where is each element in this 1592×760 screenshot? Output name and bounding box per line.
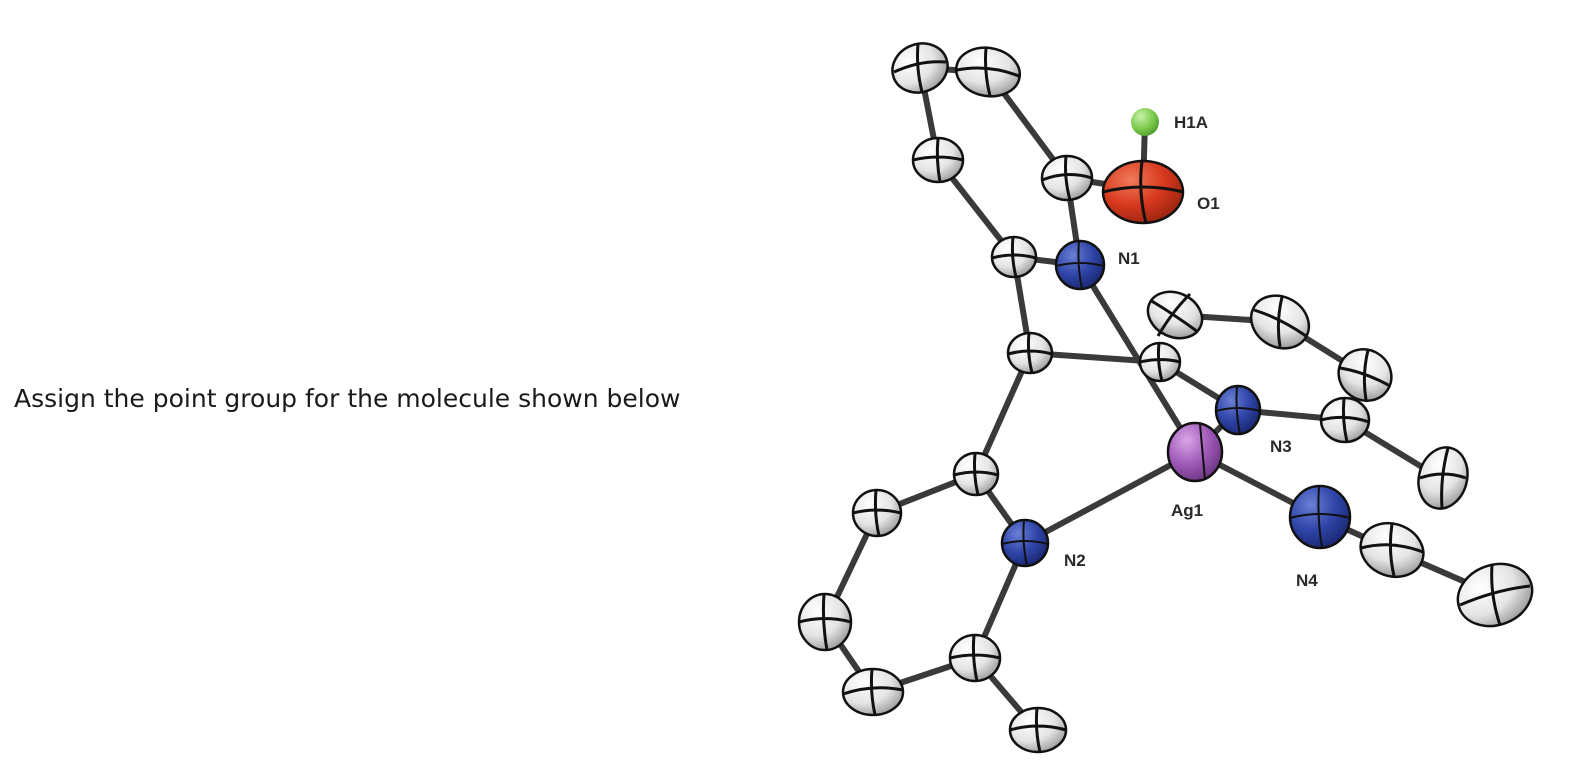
silver-atom-ag1: [1166, 421, 1224, 483]
carbon-atom: [1138, 341, 1182, 383]
bond: [1022, 449, 1198, 546]
nitrogen-atom-n1: [1054, 239, 1106, 291]
label-ag1: Ag1: [1171, 501, 1203, 520]
label-o1: O1: [1197, 194, 1220, 213]
carbon-atom: [841, 667, 905, 717]
carbon-atom: [797, 592, 853, 652]
nitrogen-atom-n4: [1288, 484, 1352, 550]
nitrogen-atom-n3: [1214, 384, 1262, 436]
nitrogen-atoms: [1000, 239, 1352, 568]
carbon-atom: [1417, 446, 1469, 510]
oxygen-atom-o1: [1101, 159, 1185, 225]
carbon-atom: [911, 136, 965, 184]
carbon-atom: [1319, 396, 1371, 444]
hydrogen-atom-h1a: [1131, 108, 1159, 136]
carbon-atom: [1008, 706, 1068, 754]
label-n3: N3: [1270, 437, 1292, 456]
label-n2: N2: [1064, 551, 1086, 570]
question-text: Assign the point group for the molecule …: [14, 384, 681, 413]
carbon-atom: [954, 46, 1022, 98]
carbon-atom: [1359, 521, 1425, 579]
carbon-atom: [948, 633, 1002, 683]
carbon-atom: [1249, 294, 1311, 350]
carbon-atom: [891, 42, 949, 94]
label-n4: N4: [1296, 571, 1318, 590]
carbon-atom: [1456, 562, 1534, 628]
carbon-atom: [1006, 331, 1054, 375]
label-n1: N1: [1118, 249, 1140, 268]
carbon-atom: [952, 451, 1000, 497]
carbon-atom: [1337, 348, 1393, 402]
nitrogen-atom-n2: [1000, 518, 1050, 568]
label-h1a: H1A: [1174, 113, 1208, 132]
carbon-atom: [990, 235, 1038, 279]
carbon-atom: [1146, 290, 1204, 340]
carbon-atoms: [797, 42, 1534, 754]
carbon-atom: [1040, 154, 1094, 202]
carbon-atom: [851, 488, 903, 538]
